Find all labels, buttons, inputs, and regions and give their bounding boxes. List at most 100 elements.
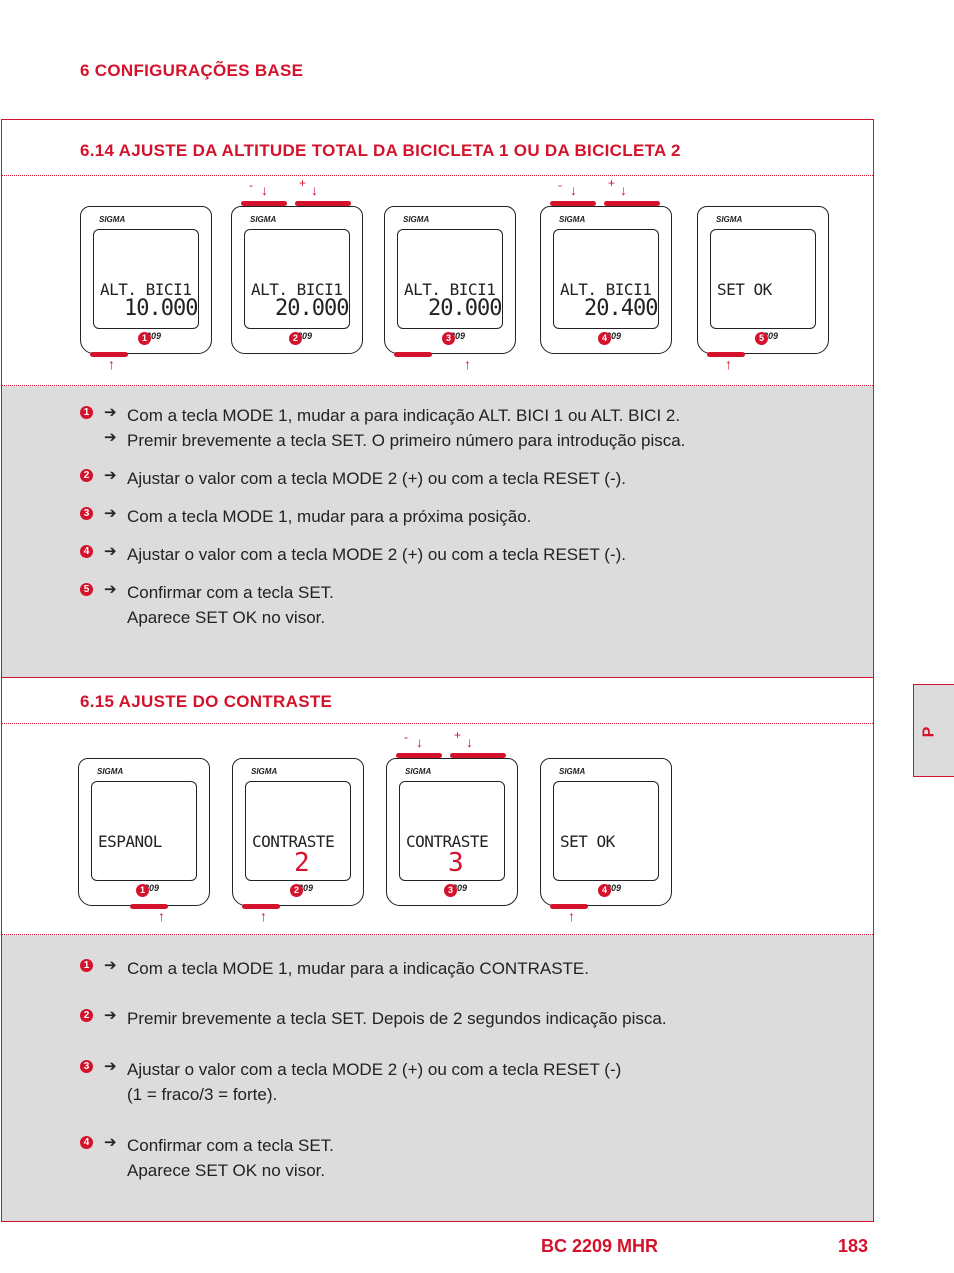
step-number-badge: 2 — [80, 1009, 93, 1022]
up-arrow-icon: ↑ — [158, 908, 165, 924]
minus-sign: - — [404, 730, 408, 744]
model-label: 2209 — [141, 331, 162, 341]
divider — [2, 934, 873, 935]
down-arrow-icon: ↓ — [620, 182, 627, 198]
lcd-line-2: 20.400 — [584, 296, 658, 321]
reset-button-highlight — [396, 753, 442, 758]
lcd-line-1: SET OK — [560, 832, 615, 851]
up-arrow-icon: ↑ — [568, 908, 575, 924]
mode-button-highlight — [130, 904, 168, 909]
step-number-badge: 2 — [289, 332, 302, 345]
step-number-badge: 2 — [290, 884, 303, 897]
down-arrow-icon: ↓ — [466, 734, 473, 750]
model-label: 2209 — [445, 331, 466, 341]
arrow-right-icon: ➔ — [104, 581, 117, 598]
step-number-badge: 4 — [598, 884, 611, 897]
arrow-right-icon: ➔ — [104, 404, 117, 421]
plus-sign: + — [454, 728, 462, 742]
language-tab-label: P — [920, 726, 938, 738]
step-text: Com a tecla MODE 1, mudar para a indicaç… — [127, 959, 589, 978]
lcd-line-2: 20.000 — [275, 296, 349, 321]
chapter-heading: 6 CONFIGURAÇÕES BASE — [80, 61, 304, 80]
section1-title: 6.14 AJUSTE DA ALTITUDE TOTAL DA BICICLE… — [80, 141, 681, 160]
divider — [2, 385, 873, 386]
divider — [2, 175, 873, 176]
model-label: 2209 — [293, 883, 314, 893]
lcd-line-1: SET OK — [717, 280, 772, 299]
step-number-badge: 5 — [80, 583, 93, 596]
step-text: Ajustar o valor com a tecla MODE 2 (+) o… — [127, 469, 626, 488]
reset-button-highlight — [550, 201, 596, 206]
section2-title: 6.15 AJUSTE DO CONTRASTE — [80, 692, 333, 711]
arrow-right-icon: ➔ — [104, 957, 117, 974]
step-number-badge: 4 — [80, 545, 93, 558]
step-text: Com a tecla MODE 1, mudar para a próxima… — [127, 507, 532, 526]
footer-product: BC 2209 MHR — [541, 1236, 659, 1256]
lcd-screen: SET OK — [553, 781, 659, 881]
step-number-badge: 1 — [80, 406, 93, 419]
mode2-button-highlight — [295, 201, 351, 206]
lcd-line-1: CONTRASTE — [252, 832, 335, 851]
down-arrow-icon: ↓ — [261, 182, 268, 198]
step-number-badge: 2 — [80, 469, 93, 482]
brand-logo: SIGMA — [405, 767, 432, 776]
step-number-badge: 4 — [80, 1136, 93, 1149]
step-text: (1 = fraco/3 = forte). — [127, 1085, 278, 1104]
step-number-badge: 3 — [80, 507, 93, 520]
arrow-right-icon: ➔ — [104, 1058, 117, 1075]
model-label: 2209 — [139, 883, 160, 893]
step-number-badge: 1 — [136, 884, 149, 897]
divider — [2, 723, 873, 724]
arrow-right-icon: ➔ — [104, 1007, 117, 1024]
step-number-badge: 3 — [80, 1060, 93, 1073]
brand-logo: SIGMA — [559, 215, 586, 224]
step-text: Com a tecla MODE 1, mudar a para indicaç… — [127, 406, 681, 425]
minus-sign: - — [558, 178, 562, 192]
step-number-badge: 3 — [444, 884, 457, 897]
step-number-badge: 5 — [755, 332, 768, 345]
set-button-highlight — [707, 352, 745, 357]
minus-sign: - — [249, 178, 253, 192]
steps-background — [2, 386, 873, 677]
set-button-highlight — [242, 904, 280, 909]
set-button-highlight — [550, 904, 588, 909]
lcd-line-2: 20.000 — [428, 296, 502, 321]
brand-logo: SIGMA — [403, 215, 430, 224]
step-number-badge: 4 — [598, 332, 611, 345]
arrow-right-icon: ➔ — [104, 429, 117, 446]
mode2-button-highlight — [604, 201, 660, 206]
plus-sign: + — [299, 176, 307, 190]
lcd-line-1: ALT. BICI1 — [404, 280, 496, 299]
up-arrow-icon: ↑ — [260, 908, 267, 924]
set-button-highlight — [394, 352, 432, 357]
section-divider — [2, 677, 873, 678]
step-text: Premir brevemente a tecla SET. Depois de… — [127, 1009, 667, 1028]
step-text: Confirmar com a tecla SET. — [127, 583, 334, 602]
language-tab: P — [913, 684, 954, 777]
arrow-right-icon: ➔ — [104, 543, 117, 560]
up-arrow-icon: ↑ — [725, 356, 732, 372]
brand-logo: SIGMA — [716, 215, 743, 224]
lcd-line-1: ALT. BICI1 — [100, 280, 192, 299]
down-arrow-icon: ↓ — [416, 734, 423, 750]
brand-logo: SIGMA — [99, 215, 126, 224]
up-arrow-icon: ↑ — [464, 356, 471, 372]
